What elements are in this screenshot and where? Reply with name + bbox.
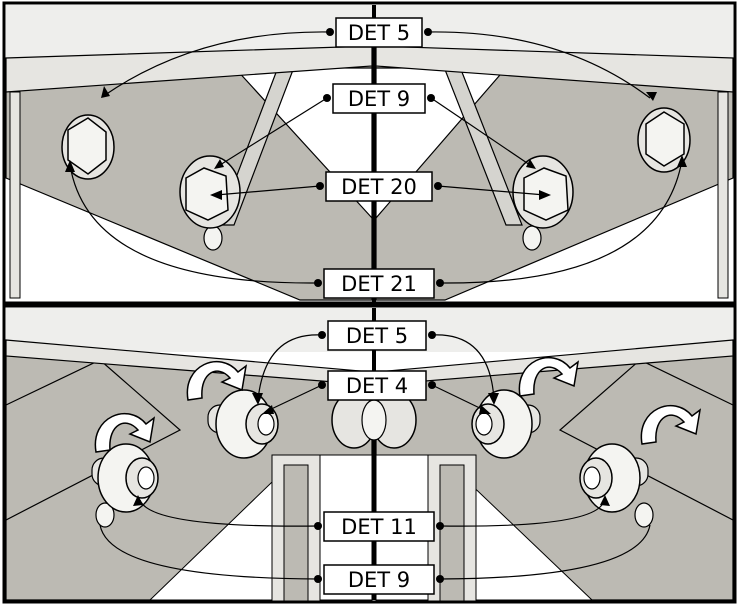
callout-det-5-top: DET 5 [326,17,432,48]
callout-label: DET 5 [346,324,408,348]
callout-label: DET 11 [341,515,417,539]
rotation-arrow-icon [94,413,156,453]
callout-label: DET 21 [341,272,417,296]
callout-det-4-bottom: DET 4 [318,370,436,401]
callout-det-21-top: DET 21 [314,268,444,299]
rotation-arrow-icon [518,357,580,397]
rotation-arrow-icon [640,405,702,445]
top-panel: DET 5 DET 9 DET 20 DET 21 [2,1,737,305]
bolt-head-top-left [61,114,115,180]
callout-det-20-top: DET 20 [316,171,442,202]
nut-assembly-lower-right [579,443,654,528]
bolt-head-mid-left [179,155,241,251]
nut-assembly-lower-left [91,443,159,528]
callout-label: DET 9 [348,87,410,111]
nut-assembly-upper-right [471,389,541,459]
callout-label: DET 20 [341,175,417,199]
bottom-panel: DET 5 DET 4 DET 11 DET 9 [2,304,737,604]
callout-label: DET 9 [348,568,410,592]
center-nut-pair [331,391,417,449]
callout-det-11-bottom: DET 11 [314,511,444,542]
callout-det-5-bottom: DET 5 [318,320,436,351]
rotation-arrow-icon [186,361,248,401]
bolt-head-top-right [637,107,691,173]
callout-label: DET 5 [348,21,410,45]
callout-det-9-bottom: DET 9 [314,564,444,595]
callout-det-9-top: DET 9 [323,83,435,114]
callout-label: DET 4 [346,374,408,398]
